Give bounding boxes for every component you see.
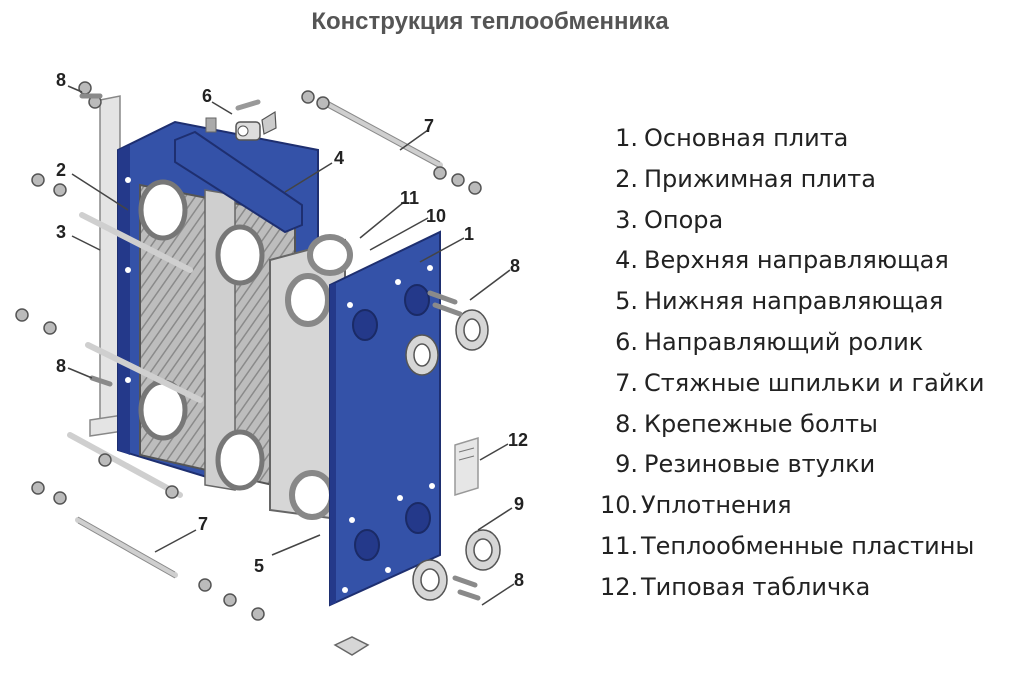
floor-bracket [333,636,370,656]
callout-2: 2 [56,160,66,180]
callout-5: 5 [254,556,264,576]
legend-text: Основная плита [644,124,849,152]
callout-4: 4 [334,148,344,168]
legend-text: Верхняя направляющая [644,246,949,275]
callout-8-top-left: 8 [56,70,66,90]
callout-3: 3 [56,222,66,242]
leader-lines [67,85,515,606]
legend-number: 7. [615,368,638,397]
legend-item: 1.Основная плита [600,118,985,159]
legend-text: Резиновые втулки [644,450,876,479]
legend-text: Прижимная плита [644,164,876,193]
callout-8-left: 8 [56,356,66,376]
fixing-bolts [79,93,481,601]
legend-text: Уплотнения [641,491,792,520]
callout-8-right: 8 [510,256,520,276]
legend-number: 9. [615,450,638,479]
upper-guide-bar [174,117,303,234]
legend-number: 1. [615,124,638,152]
guide-roller [235,99,277,141]
legend-text: Теплообменные пластины [641,531,975,560]
callout-8-bottom-right: 8 [514,570,524,590]
frame-plate [329,230,441,607]
legend-number: 12. [600,572,639,601]
legend-item: 3.Опора [600,200,985,241]
legend-item: 2.Прижимная плита [600,159,985,200]
legend-text: Крепежные болты [644,409,878,438]
legend-item: 10.Уплотнения [600,485,985,526]
legend-item: 11.Теплообменные пластины [600,526,985,567]
parts-legend: 1.Основная плита 2.Прижимная плита 3.Опо… [600,118,985,608]
legend-item: 4.Верхняя направляющая [600,240,985,281]
callout-12: 12 [508,430,528,450]
legend-number: 4. [615,246,638,275]
legend-item: 12.Типовая табличка [600,567,985,608]
tie-rod-outlines [77,96,441,579]
callout-6: 6 [202,86,212,106]
legend-text: Стяжные шпильки и гайки [644,368,985,397]
legend-number: 2. [615,164,638,193]
legend-number: 11. [600,531,639,560]
legend-number: 10. [600,491,639,520]
legend-item: 6.Направляющий ролик [600,322,985,363]
callout-9: 9 [514,494,524,514]
rubber-bushings [405,309,501,601]
legend-text: Опора [644,205,724,234]
legend-text: Нижняя направляющая [644,287,944,316]
callout-7-top: 7 [424,116,434,136]
page-title: Конструкция теплообменника [311,8,669,35]
legend-item: 7.Стяжные шпильки и гайки [600,363,985,404]
legend-number: 3. [615,205,638,234]
callout-11: 11 [400,188,419,208]
nuts-washers [15,81,482,621]
tie-rods [67,97,443,578]
legend-item: 8.Крепежные болты [600,404,985,445]
legend-number: 8. [615,409,638,438]
callout-7-bottom: 7 [198,514,208,534]
legend-item: 9.Резиновые втулки [600,444,985,485]
legend-text: Типовая табличка [641,572,871,601]
callout-1: 1 [464,224,474,244]
legend-text: Направляющий ролик [644,327,924,356]
legend-number: 5. [615,287,638,316]
legend-item: 5.Нижняя направляющая [600,281,985,322]
nameplate [454,436,479,497]
legend-number: 6. [615,327,638,356]
callout-10: 10 [426,206,446,226]
